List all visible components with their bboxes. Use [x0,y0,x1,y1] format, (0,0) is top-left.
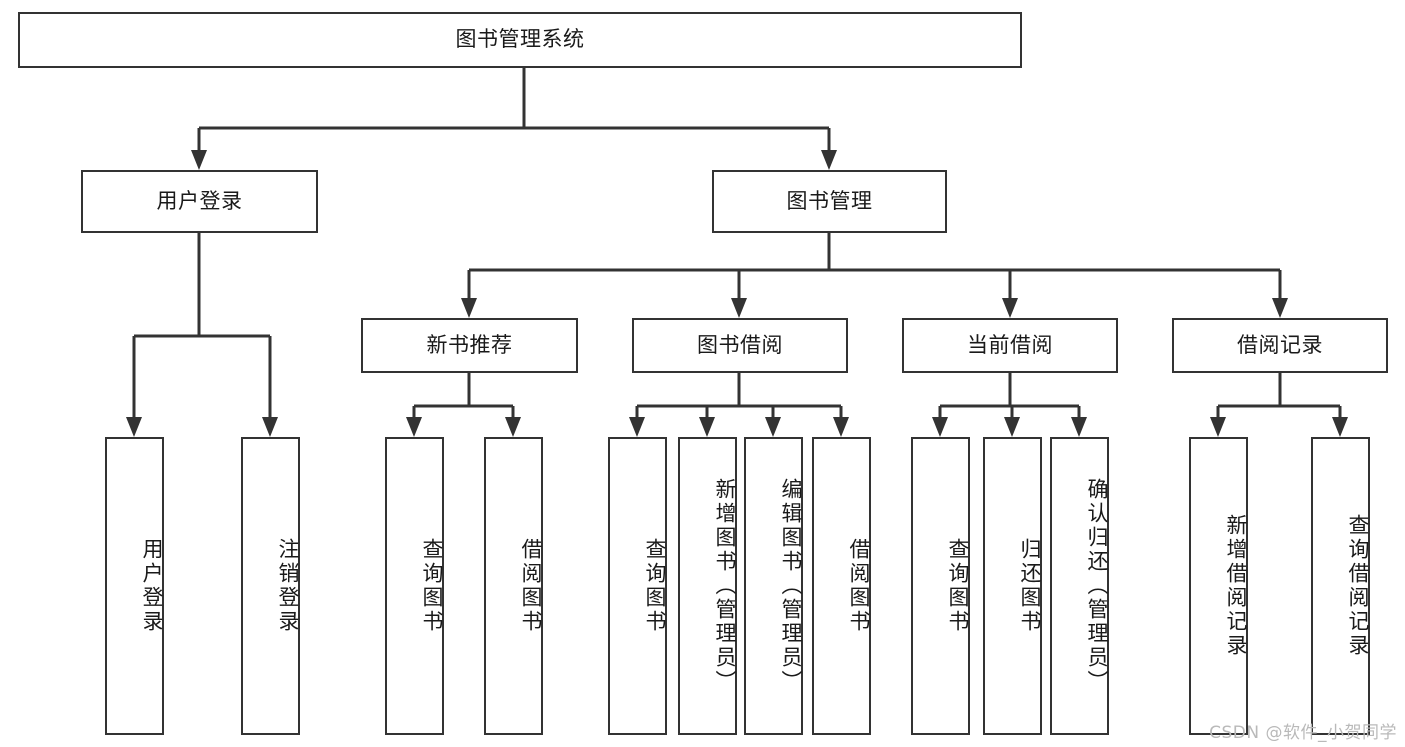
node-label: 查询图书 [643,538,667,634]
node-label: 查询图书 [420,538,444,634]
node-user-login[interactable]: 用户登录 [81,170,318,233]
node-label: 用户登录 [140,538,164,634]
node-leaf-user-login[interactable]: 用户登录 [105,437,164,735]
node-label: 新增图书（管理员） [713,478,737,694]
node-leaf-logout[interactable]: 注销登录 [241,437,300,735]
node-label: 确认归还（管理员） [1085,478,1109,694]
node-label: 新书推荐 [426,332,513,357]
node-label: 归还图书 [1018,538,1042,634]
watermark-text: CSDN @软件_小贺同学 [1209,723,1397,743]
node-leaf-query-books-current[interactable]: 查询图书 [911,437,970,735]
node-leaf-add-book-admin[interactable]: 新增图书（管理员） [678,437,737,735]
node-book-borrowing[interactable]: 图书借阅 [632,318,848,373]
node-leaf-add-borrow-record[interactable]: 新增借阅记录 [1189,437,1248,735]
node-label: 用户登录 [156,188,243,213]
node-label: 新增借阅记录 [1224,514,1248,658]
node-label: 注销登录 [276,538,300,634]
node-leaf-query-borrow-record[interactable]: 查询借阅记录 [1311,437,1370,735]
node-label: 当前借阅 [967,332,1053,357]
node-book-management[interactable]: 图书管理 [712,170,947,233]
node-leaf-confirm-return-admin[interactable]: 确认归还（管理员） [1050,437,1109,735]
node-leaf-borrow-books-new[interactable]: 借阅图书 [484,437,543,735]
node-leaf-return-books[interactable]: 归还图书 [983,437,1042,735]
node-label: 图书管理 [786,188,873,213]
node-label: 查询图书 [946,538,970,634]
node-label: 查询借阅记录 [1346,514,1370,658]
node-leaf-query-books-new[interactable]: 查询图书 [385,437,444,735]
node-root-book-management-system[interactable]: 图书管理系统 [18,12,1022,68]
node-leaf-borrow-books[interactable]: 借阅图书 [812,437,871,735]
node-borrowing-records[interactable]: 借阅记录 [1172,318,1388,373]
node-label: 借阅图书 [519,538,543,634]
node-label: 图书管理系统 [455,27,585,52]
node-leaf-query-books-borrow[interactable]: 查询图书 [608,437,667,735]
node-leaf-edit-book-admin[interactable]: 编辑图书（管理员） [744,437,803,735]
node-label: 编辑图书（管理员） [779,478,803,694]
node-label: 图书借阅 [697,332,783,357]
node-label: 借阅图书 [847,538,871,634]
node-current-borrowing[interactable]: 当前借阅 [902,318,1118,373]
node-label: 借阅记录 [1237,332,1323,357]
node-new-book-recommendation[interactable]: 新书推荐 [361,318,578,373]
